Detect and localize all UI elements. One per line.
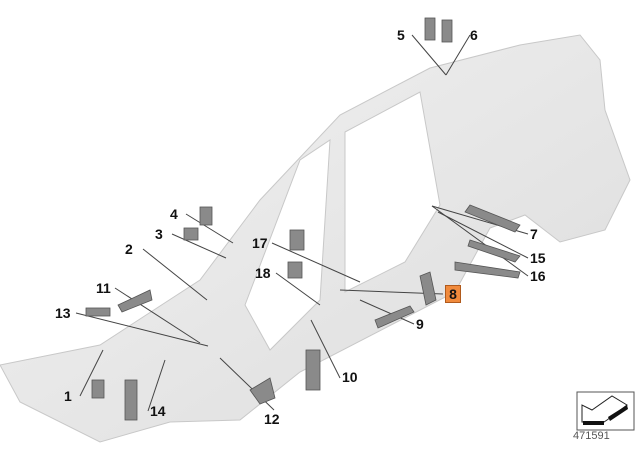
- callout-17[interactable]: 17: [252, 235, 268, 251]
- callout-9[interactable]: 9: [416, 316, 424, 332]
- callout-2[interactable]: 2: [125, 241, 133, 257]
- callout-18[interactable]: 18: [255, 265, 271, 281]
- orientation-icon: [576, 391, 635, 431]
- callout-13[interactable]: 13: [55, 305, 71, 321]
- callout-1[interactable]: 1: [64, 388, 72, 404]
- body-side-panel: [0, 34, 631, 443]
- callout-11[interactable]: 11: [96, 280, 111, 296]
- callout-5[interactable]: 5: [397, 27, 405, 43]
- reference-number: 471591: [573, 430, 610, 442]
- callout-15[interactable]: 15: [530, 250, 546, 266]
- callout-6[interactable]: 6: [470, 27, 478, 43]
- callout-8-highlighted[interactable]: 8: [445, 285, 461, 303]
- callout-14[interactable]: 14: [150, 403, 166, 419]
- callout-7[interactable]: 7: [530, 226, 538, 242]
- callout-10[interactable]: 10: [342, 369, 358, 385]
- callout-3[interactable]: 3: [155, 226, 163, 242]
- callout-12[interactable]: 12: [264, 411, 280, 427]
- callout-16[interactable]: 16: [530, 268, 546, 284]
- parts: [85, 17, 521, 421]
- callout-4[interactable]: 4: [170, 206, 178, 222]
